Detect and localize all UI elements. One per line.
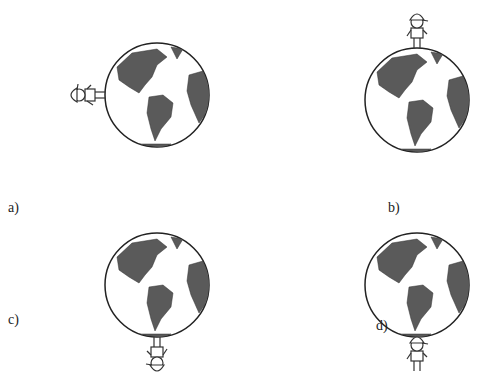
panel-label: a) bbox=[8, 200, 19, 216]
panel-label: d) bbox=[376, 318, 388, 334]
panel-label: b) bbox=[388, 200, 400, 216]
panel-label: c) bbox=[8, 312, 19, 328]
